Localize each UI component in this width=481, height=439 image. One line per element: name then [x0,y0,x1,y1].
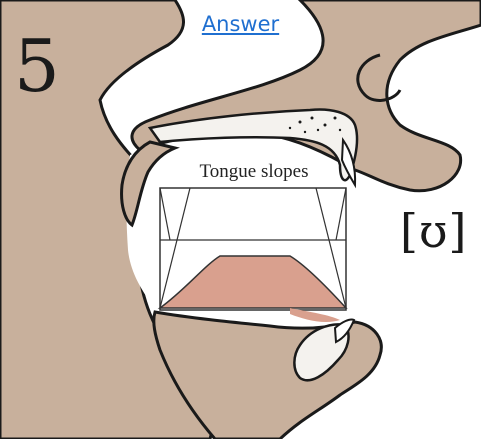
figure-number: 5 [14,30,60,102]
diagram-caption: Tongue slopes [160,161,348,183]
phonetic-symbol: [ʊ] [400,208,467,254]
answer-link[interactable]: Answer [0,12,481,36]
